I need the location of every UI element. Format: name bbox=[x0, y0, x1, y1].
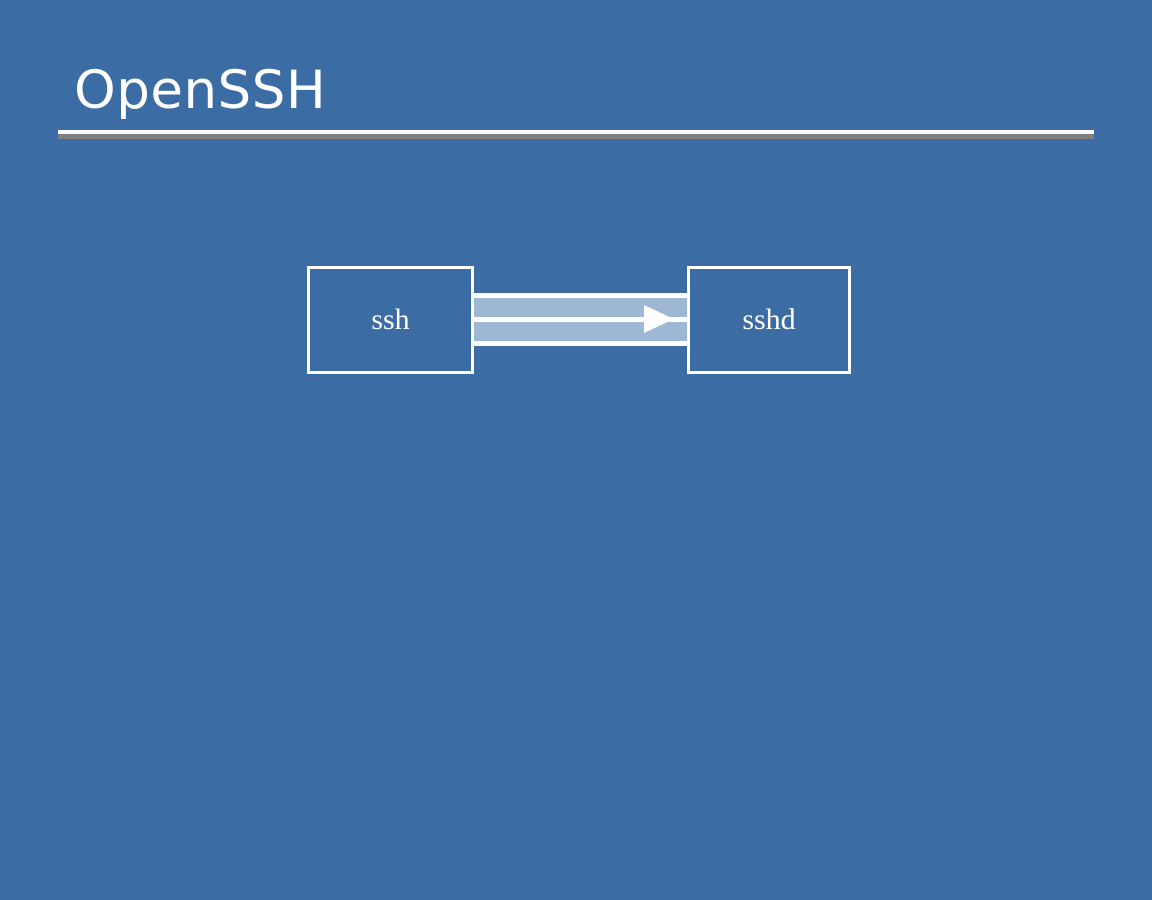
connector-center-line bbox=[471, 317, 689, 322]
connector-lower-band bbox=[471, 322, 689, 341]
node-sshd: sshd bbox=[687, 266, 851, 374]
node-sshd-label: sshd bbox=[742, 303, 796, 336]
divider-shadow-line bbox=[58, 134, 1094, 139]
title-divider bbox=[58, 130, 1094, 139]
node-ssh: ssh bbox=[307, 266, 474, 374]
page-title: OpenSSH bbox=[74, 60, 327, 121]
connector-bottom-edge bbox=[471, 341, 689, 346]
arrow-head-icon bbox=[644, 305, 674, 333]
node-ssh-label: ssh bbox=[371, 303, 410, 336]
connection-arrow bbox=[471, 293, 689, 347]
connector-top-edge bbox=[471, 293, 689, 298]
connector-upper-band bbox=[471, 298, 689, 317]
divider-highlight-line bbox=[58, 130, 1094, 134]
